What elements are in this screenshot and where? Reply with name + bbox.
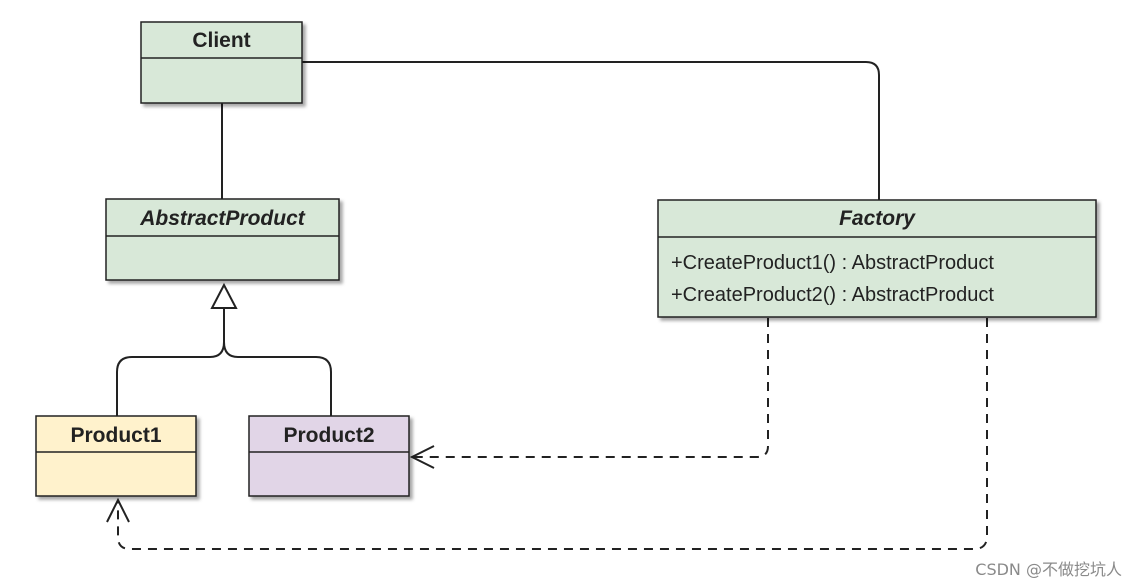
connectors [106,61,988,550]
dependency-arrowhead-product2 [409,445,435,469]
generalization-arrowhead [210,282,238,309]
class-product1-name: Product1 [70,424,161,447]
generalization-product1 [116,341,225,416]
class-client-box [140,21,303,104]
factory-operation-create-product1: +CreateProduct1() : AbstractProduct [671,252,994,274]
class-product2-name: Product2 [283,424,374,447]
class-product2: Product2 [248,415,410,497]
dependency-factory-product1 [117,318,988,550]
class-factory: Factory +CreateProduct1() : AbstractProd… [657,199,1097,318]
class-abstract-product: AbstractProduct [105,198,340,281]
class-factory-name: Factory [839,207,916,230]
class-product1-box [35,415,197,497]
class-client: Client [140,21,303,104]
class-product2-box [248,415,410,497]
association-client-factory [302,61,880,201]
class-factory-box [657,199,1097,318]
generalization-product2 [223,341,332,416]
watermark-text: CSDN @不做挖坑人 [975,560,1122,579]
class-client-name: Client [192,29,250,52]
class-abstract-product-box [105,198,340,281]
class-product1: Product1 [35,415,197,497]
dependency-factory-product2 [414,318,769,458]
dependency-arrowhead-product1 [106,497,130,523]
class-abstract-product-name: AbstractProduct [139,207,306,230]
factory-operation-create-product2: +CreateProduct2() : AbstractProduct [671,284,994,306]
